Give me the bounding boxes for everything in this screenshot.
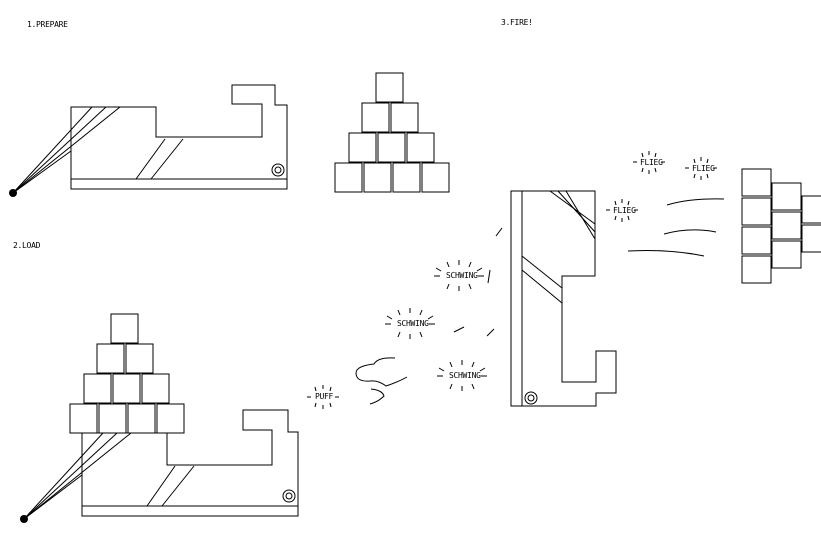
flying-blocks — [741, 168, 821, 284]
sound-flieg-label: FLIEG — [692, 164, 715, 173]
launcher-fire — [510, 190, 617, 407]
pivot-weight — [20, 515, 28, 523]
launcher-load — [20, 409, 299, 523]
sound-schwing-label: SCHWING — [446, 271, 478, 280]
sound-puff: PUFF — [307, 385, 339, 409]
spring-coil — [524, 391, 538, 405]
step-label-prepare: 1.PREPARE — [27, 20, 68, 29]
sound-flieg-2: FLIEG — [685, 157, 717, 180]
sound-schwing-1: SCHWING — [434, 260, 484, 291]
sound-flieg-1: FLIEG — [633, 151, 665, 174]
sound-schwing-2: SCHWING — [385, 308, 435, 339]
sound-schwing-label: SCHWING — [397, 319, 429, 328]
step-label-load: 2.LOAD — [13, 241, 41, 250]
sound-schwing-3: SCHWING — [437, 360, 487, 391]
spring-coil — [282, 489, 296, 503]
block-pyramid-loaded — [69, 313, 185, 434]
step-label-fire: 3.FIRE! — [501, 18, 533, 27]
sound-flieg-label: FLIEG — [613, 206, 636, 215]
pivot-weight — [9, 189, 17, 197]
sound-flieg-3: FLIEG — [606, 199, 638, 222]
motion-lines — [627, 198, 725, 257]
whoosh-strokes — [453, 227, 503, 337]
sound-flieg-label: FLIEG — [640, 158, 663, 167]
sound-schwing-label: SCHWING — [449, 371, 481, 380]
block-pyramid-prepare — [334, 72, 450, 193]
sound-puff-label: PUFF — [315, 392, 334, 401]
spring-coil — [271, 163, 285, 177]
puff-cloud — [355, 357, 408, 405]
launcher-prepare — [9, 84, 288, 197]
